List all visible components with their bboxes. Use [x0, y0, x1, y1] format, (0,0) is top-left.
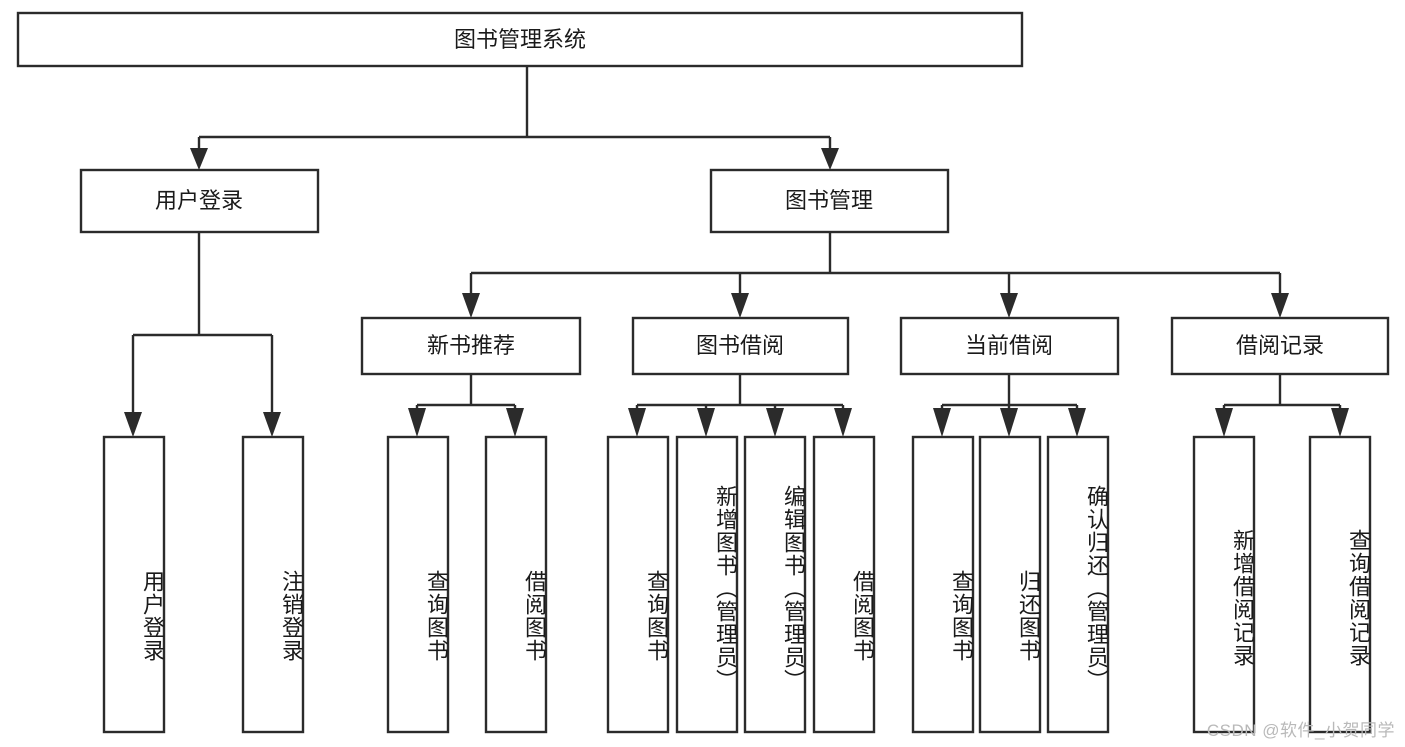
leaf-add-book-box[interactable]	[675, 435, 739, 734]
node-user-login-label: 用户登录	[155, 188, 243, 213]
node-book-borrow[interactable]: 图书借阅	[631, 316, 850, 376]
node-user-login[interactable]: 用户登录	[79, 168, 320, 234]
leaf-user-login-box[interactable]	[102, 435, 166, 734]
leaf-borrow-book-1-box[interactable]	[484, 435, 548, 734]
connector-layer	[124, 66, 1349, 437]
arrowhead-leaf-user-login	[124, 412, 142, 437]
node-current-borrow-label: 当前借阅	[965, 333, 1053, 358]
node-current-borrow[interactable]: 当前借阅	[899, 316, 1120, 376]
leaf-box-layer	[102, 435, 1372, 734]
arrowhead-leaf-confirm-return	[1068, 408, 1086, 437]
arrowhead-leaf-edit-book	[766, 408, 784, 437]
arrowhead-new-book-rec	[462, 293, 480, 318]
node-book-manage-label: 图书管理	[785, 188, 873, 213]
node-borrow-record-box[interactable]	[1170, 316, 1390, 376]
arrowhead-leaf-borrow-book-1	[506, 408, 524, 437]
node-borrow-record-label: 借阅记录	[1236, 333, 1324, 358]
node-root-box[interactable]	[16, 11, 1024, 68]
node-book-manage-box[interactable]	[709, 168, 950, 234]
arrowhead-leaf-user-logout	[263, 412, 281, 437]
node-new-book-rec-label: 新书推荐	[427, 333, 515, 358]
arrowhead-user-login	[190, 148, 208, 170]
node-root-label: 图书管理系统	[454, 27, 586, 52]
arrowhead-leaf-borrow-book-2	[834, 408, 852, 437]
node-user-login-box[interactable]	[79, 168, 320, 234]
arrowhead-book-borrow	[731, 293, 749, 318]
leaf-edit-book-box[interactable]	[743, 435, 807, 734]
arrowhead-leaf-add-record	[1215, 408, 1233, 437]
arrowhead-leaf-return-book	[1000, 408, 1018, 437]
arrowhead-leaf-query-book-3	[933, 408, 951, 437]
arrowhead-leaf-add-book	[697, 408, 715, 437]
csdn-watermark: CSDN @软件_小贺同学	[1206, 721, 1395, 740]
leaf-borrow-book-2-box[interactable]	[812, 435, 876, 734]
arrowhead-leaf-query-book-2	[628, 408, 646, 437]
node-book-manage[interactable]: 图书管理	[709, 168, 950, 234]
leaf-query-record-box[interactable]	[1308, 435, 1372, 734]
node-book-borrow-label: 图书借阅	[696, 333, 784, 358]
leaf-add-record-box[interactable]	[1192, 435, 1256, 734]
node-borrow-record[interactable]: 借阅记录	[1170, 316, 1390, 376]
node-book-borrow-box[interactable]	[631, 316, 850, 376]
node-root[interactable]: 图书管理系统	[16, 11, 1024, 68]
leaf-confirm-return-box[interactable]	[1046, 435, 1110, 734]
arrowhead-book-manage	[821, 148, 839, 170]
leaf-return-book-box[interactable]	[978, 435, 1042, 734]
leaf-query-book-1-box[interactable]	[386, 435, 450, 734]
arrowhead-borrow-record	[1271, 293, 1289, 318]
node-new-book-rec-box[interactable]	[360, 316, 582, 376]
arrowhead-leaf-query-book-1	[408, 408, 426, 437]
node-new-book-rec[interactable]: 新书推荐	[360, 316, 582, 376]
arrowhead-leaf-query-record	[1331, 408, 1349, 437]
arrowhead-current-borrow	[1000, 293, 1018, 318]
node-current-borrow-box[interactable]	[899, 316, 1120, 376]
leaf-user-logout-box[interactable]	[241, 435, 305, 734]
leaf-query-book-3-box[interactable]	[911, 435, 975, 734]
leaf-query-book-2-box[interactable]	[606, 435, 670, 734]
